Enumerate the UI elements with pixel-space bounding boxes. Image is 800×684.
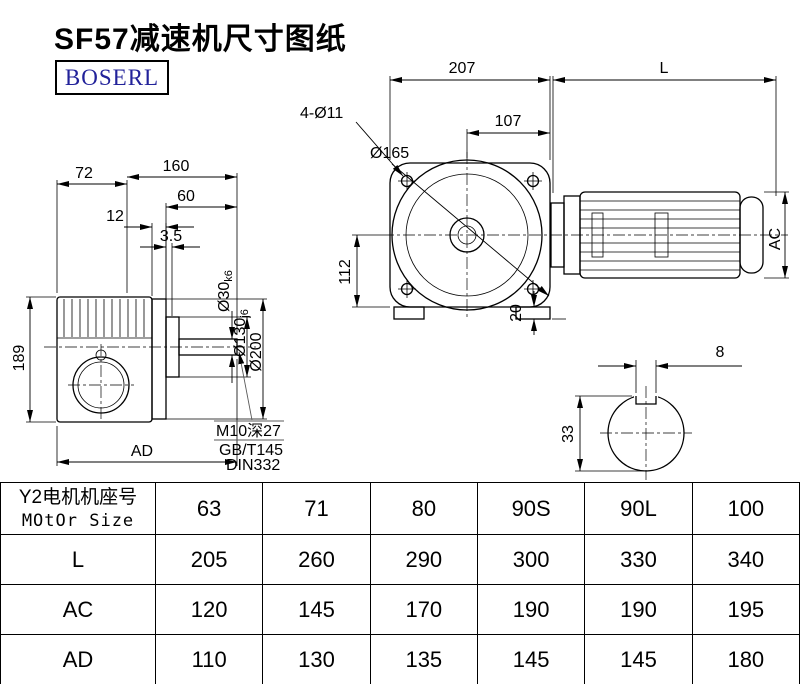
dim-L: L: [660, 60, 669, 77]
value-L-90s: 300: [476, 534, 586, 585]
table-header-row: Y2电机机座号 MOtOr Size 63 71 80 90S 90L 100: [0, 482, 800, 535]
motor-fins: [580, 200, 740, 271]
note-standard-din: DIN332: [226, 457, 280, 474]
value-AC-63: 120: [154, 584, 264, 635]
shaft-section-dimensions: 8 33: [560, 344, 742, 472]
motor-size-100: 100: [691, 482, 800, 535]
dim-ac: AC: [767, 228, 784, 250]
dim-3-5: 3.5: [160, 228, 182, 245]
value-AC-90s: 190: [476, 584, 586, 635]
row-label-AD: AD: [0, 634, 156, 684]
dim-key-width: 8: [716, 344, 725, 361]
note-standard-gb: GB/T145: [219, 442, 283, 459]
note-tapped-hole: M10深27: [216, 422, 281, 440]
motor-size-header-cell: Y2电机机座号 MOtOr Size: [0, 482, 156, 535]
dim-60: 60: [177, 188, 195, 205]
motor-size-80: 80: [369, 482, 478, 535]
value-L-100: 340: [691, 534, 800, 585]
table-row-AC: AC 120 145 170 190 190 195: [0, 584, 800, 635]
cooling-fins: [57, 299, 152, 339]
right-view-centerlines: [382, 152, 788, 318]
bore-centerlines: [68, 344, 134, 420]
value-L-90l: 330: [584, 534, 693, 585]
table-row-AD: AD 110 130 135 145 145 180: [0, 634, 800, 684]
bolt-holes: [398, 172, 542, 298]
value-AD-71: 130: [262, 634, 371, 684]
dim-165: Ø165: [370, 145, 409, 162]
brand-text: BOSERL: [64, 64, 160, 90]
value-AC-71: 145: [262, 584, 371, 635]
dim-flange-diameter: Ø200: [248, 332, 265, 371]
shaft-section-geometry: [600, 386, 692, 480]
dim-spigot-diameter: Ø130j6: [232, 309, 251, 357]
dim-ad: AD: [131, 443, 153, 460]
value-AD-90l: 145: [584, 634, 693, 684]
foot-left: [393, 306, 425, 320]
right-view-geometry: [382, 152, 788, 320]
motor-size-label-en: MOtOr Size: [21, 510, 135, 531]
motor-end-cap: [739, 196, 764, 274]
motor-size-90l: 90L: [584, 482, 693, 535]
left-view-dimensions: 72 160 60 12 3.5 189 AD: [11, 158, 284, 474]
dim-33: 33: [560, 425, 577, 443]
gearbox-body: [56, 296, 153, 423]
value-L-63: 205: [154, 534, 264, 585]
dim-20: 20: [508, 304, 525, 322]
dim-12: 12: [106, 208, 124, 225]
dim-207: 207: [449, 60, 476, 77]
dim-112: 112: [337, 259, 354, 285]
row-label-L: L: [0, 534, 156, 585]
motor-size-table: Y2电机机座号 MOtOr Size 63 71 80 90S 90L 100 …: [0, 482, 800, 684]
motor-size-71: 71: [262, 482, 371, 535]
dim-189: 189: [11, 345, 28, 372]
output-flange: [151, 298, 167, 420]
right-view-dimensions: 207 L 4-Ø11 107 Ø165 112 20: [300, 60, 789, 335]
row-label-AC: AC: [0, 584, 156, 635]
page-title: SF57减速机尺寸图纸: [54, 23, 347, 56]
value-AD-80: 135: [369, 634, 478, 684]
brand-logo: BOSERL: [55, 60, 169, 95]
dim-bolt-holes: 4-Ø11: [300, 105, 343, 122]
value-L-80: 290: [369, 534, 478, 585]
dim-72: 72: [75, 165, 93, 182]
left-view-geometry: [44, 296, 256, 423]
dim-shaft-diameter: Ø30k6: [216, 270, 235, 312]
dim-160: 160: [163, 158, 190, 175]
motor-size-label-cn: Y2电机机座号: [18, 486, 138, 508]
value-AC-80: 170: [369, 584, 478, 635]
value-AD-100: 180: [691, 634, 800, 684]
motor-size-90s: 90S: [476, 482, 586, 535]
value-L-71: 260: [262, 534, 371, 585]
value-AC-90l: 190: [584, 584, 693, 635]
value-AD-90s: 145: [476, 634, 586, 684]
table-row-L: L 205 260 290 300 330 340: [0, 534, 800, 585]
value-AD-63: 110: [154, 634, 264, 684]
technical-drawing: 72 160 60 12 3.5 189 AD: [11, 60, 789, 480]
value-AC-100: 195: [691, 584, 800, 635]
motor-size-63: 63: [154, 482, 264, 535]
section-centerlines: [600, 386, 692, 480]
dim-107: 107: [495, 113, 522, 130]
